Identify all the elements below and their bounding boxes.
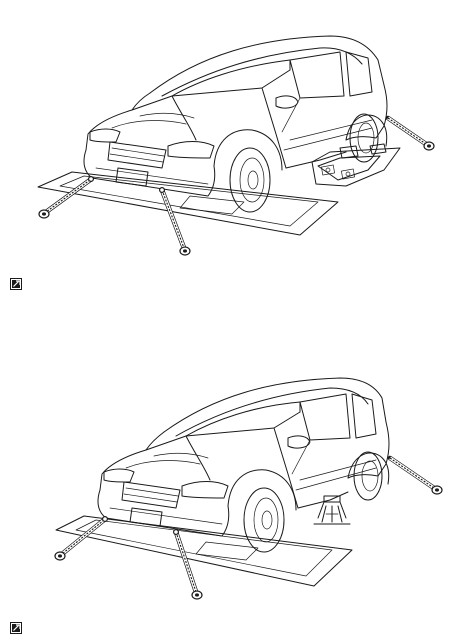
vehicle-drawing-top — [37, 35, 435, 256]
caution-mark-icon — [10, 622, 23, 634]
vehicle-drawing-bottom — [54, 377, 443, 600]
diagram-vehicle-on-lift-pad — [0, 0, 472, 300]
caution-mark-icon — [10, 278, 23, 290]
anchor-points — [38, 141, 435, 256]
tie-down-chains — [59, 455, 437, 595]
jack-stand — [313, 495, 351, 525]
vehicle-body — [83, 35, 388, 213]
floor-plate — [55, 515, 353, 587]
tie-down-chains — [43, 115, 429, 251]
anchor-points — [54, 485, 443, 600]
lift-pad — [311, 143, 401, 187]
floor-plate — [37, 171, 339, 236]
vehicle-body — [97, 377, 390, 553]
diagram-vehicle-on-jack-stand — [0, 318, 472, 642]
